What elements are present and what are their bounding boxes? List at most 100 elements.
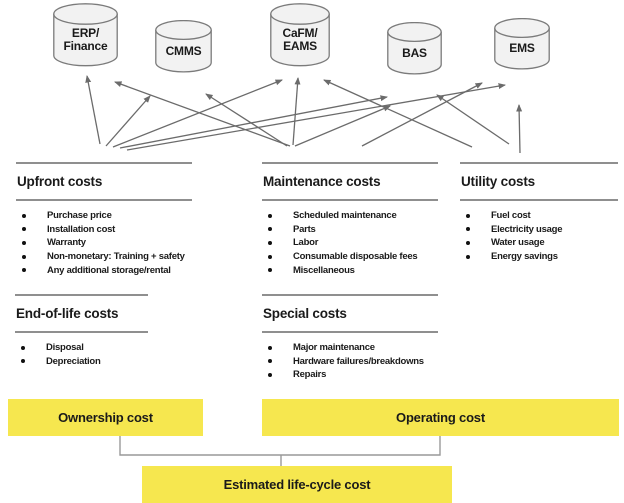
bullet-text: Water usage bbox=[491, 237, 545, 249]
box-label: Operating cost bbox=[396, 410, 485, 425]
system-cafm-eams: CaFM/ EAMS bbox=[270, 3, 330, 67]
divider bbox=[262, 199, 438, 201]
flow-arrow bbox=[126, 83, 506, 151]
section-title: Maintenance costs bbox=[263, 174, 381, 189]
flow-arrow bbox=[516, 104, 523, 154]
bullet-list: Purchase price Installation cost Warrant… bbox=[16, 209, 192, 277]
bullet-item: Hardware failures/breakdowns bbox=[262, 355, 438, 369]
flow-arrows bbox=[85, 75, 523, 154]
section-maintenance-costs: Maintenance costs Scheduled maintenance … bbox=[262, 162, 438, 277]
bullet-dot bbox=[21, 345, 25, 350]
database-cylinder-icon bbox=[270, 3, 330, 67]
bullet-item: Non-monetary: Training + safety bbox=[16, 250, 192, 264]
divider bbox=[15, 294, 148, 296]
bullet-dot bbox=[268, 213, 272, 218]
divider bbox=[262, 331, 438, 333]
bullet-dot bbox=[268, 345, 272, 350]
system-label-line: BAS bbox=[402, 45, 427, 60]
database-cylinder-icon bbox=[53, 3, 118, 67]
divider bbox=[460, 162, 618, 164]
section-end-of-life-costs: End-of-life costs Disposal Depreciation bbox=[15, 294, 148, 368]
system-label: EMS bbox=[494, 28, 550, 70]
bullet-item: Installation cost bbox=[16, 223, 192, 237]
bullet-text: Fuel cost bbox=[491, 210, 531, 222]
bullet-dot bbox=[466, 227, 470, 232]
system-bas: BAS bbox=[387, 22, 442, 75]
bullet-list: Disposal Depreciation bbox=[15, 341, 148, 368]
bullet-item: Repairs bbox=[262, 368, 438, 382]
section-title: Utility costs bbox=[461, 174, 535, 189]
bullet-text: Warranty bbox=[47, 237, 86, 249]
flow-arrow bbox=[323, 79, 473, 148]
section-title: Special costs bbox=[263, 306, 347, 321]
database-cylinder-icon bbox=[155, 20, 212, 73]
bullet-dot bbox=[22, 227, 26, 232]
system-label: BAS bbox=[387, 32, 442, 75]
system-label-line: EMS bbox=[509, 41, 535, 56]
bullet-text: Electricity usage bbox=[491, 223, 563, 235]
divider bbox=[262, 162, 438, 164]
bullet-dot bbox=[466, 254, 470, 259]
bullet-text: Purchase price bbox=[47, 210, 112, 222]
flow-arrow bbox=[112, 79, 283, 148]
system-label-line: CaFM/ bbox=[282, 25, 318, 40]
section-title: End-of-life costs bbox=[16, 306, 119, 321]
bullet-dot bbox=[268, 268, 272, 273]
flow-arrow bbox=[119, 95, 388, 149]
bullet-text: Consumable disposable fees bbox=[293, 251, 418, 263]
operating-cost-box: Operating cost bbox=[262, 399, 619, 436]
divider bbox=[16, 162, 192, 164]
bullet-list: Fuel cost Electricity usage Water usage … bbox=[460, 209, 618, 263]
bullet-text: Scheduled maintenance bbox=[293, 210, 397, 222]
database-cylinder-icon bbox=[494, 18, 550, 70]
system-label-line: EAMS bbox=[283, 39, 317, 53]
bullet-dot bbox=[466, 240, 470, 245]
bullet-text: Parts bbox=[293, 223, 316, 235]
connector-bracket bbox=[119, 436, 441, 456]
flow-arrow bbox=[205, 93, 288, 147]
bullet-dot bbox=[268, 359, 272, 364]
bullet-text: Installation cost bbox=[47, 223, 116, 235]
ownership-cost-box: Ownership cost bbox=[8, 399, 203, 436]
bullet-text: Non-monetary: Training + safety bbox=[47, 251, 185, 263]
flow-arrow bbox=[294, 105, 391, 147]
bullet-dot bbox=[22, 240, 26, 245]
estimated-lifecycle-cost-box: Estimated life-cycle cost bbox=[142, 466, 452, 503]
divider bbox=[16, 199, 192, 201]
bullet-text: Miscellaneous bbox=[293, 264, 355, 276]
system-label-line: Finance bbox=[63, 39, 108, 53]
bullet-item: Scheduled maintenance bbox=[262, 209, 438, 223]
bullet-item: Major maintenance bbox=[262, 341, 438, 355]
bullet-text: Major maintenance bbox=[293, 342, 375, 354]
bullet-dot bbox=[268, 254, 272, 259]
system-label: CaFM/ EAMS bbox=[270, 13, 330, 67]
bullet-text: Repairs bbox=[293, 369, 327, 381]
box-label: Ownership cost bbox=[58, 410, 153, 425]
flow-arrow bbox=[105, 95, 151, 147]
section-upfront-costs: Upfront costs Purchase price Installatio… bbox=[16, 162, 192, 277]
bullet-dot bbox=[268, 240, 272, 245]
system-label: ERP/ Finance bbox=[53, 13, 118, 67]
system-cmms: CMMS bbox=[155, 20, 212, 73]
divider bbox=[15, 331, 148, 333]
system-label: CMMS bbox=[155, 30, 212, 73]
bullet-item: Energy savings bbox=[460, 250, 618, 264]
bullet-item: Miscellaneous bbox=[262, 263, 438, 277]
bullet-text: Energy savings bbox=[491, 251, 558, 263]
section-special-costs: Special costs Major maintenance Hardware… bbox=[262, 294, 438, 382]
bullet-item: Disposal bbox=[15, 341, 148, 355]
flow-arrow bbox=[436, 94, 510, 145]
bullet-dot bbox=[268, 372, 272, 377]
flow-arrow bbox=[85, 75, 101, 145]
system-label-line: CMMS bbox=[165, 43, 202, 58]
bullet-dot bbox=[22, 268, 26, 273]
bullet-item: Water usage bbox=[460, 236, 618, 250]
bullet-text: Depreciation bbox=[46, 355, 101, 367]
system-erp-finance: ERP/ Finance bbox=[53, 3, 118, 67]
bullet-item: Any additional storage/rental bbox=[16, 263, 192, 277]
bullet-dot bbox=[22, 213, 26, 218]
box-label: Estimated life-cycle cost bbox=[223, 477, 371, 492]
database-cylinder-icon bbox=[387, 22, 442, 75]
system-label-line: ERP/ bbox=[71, 25, 100, 40]
